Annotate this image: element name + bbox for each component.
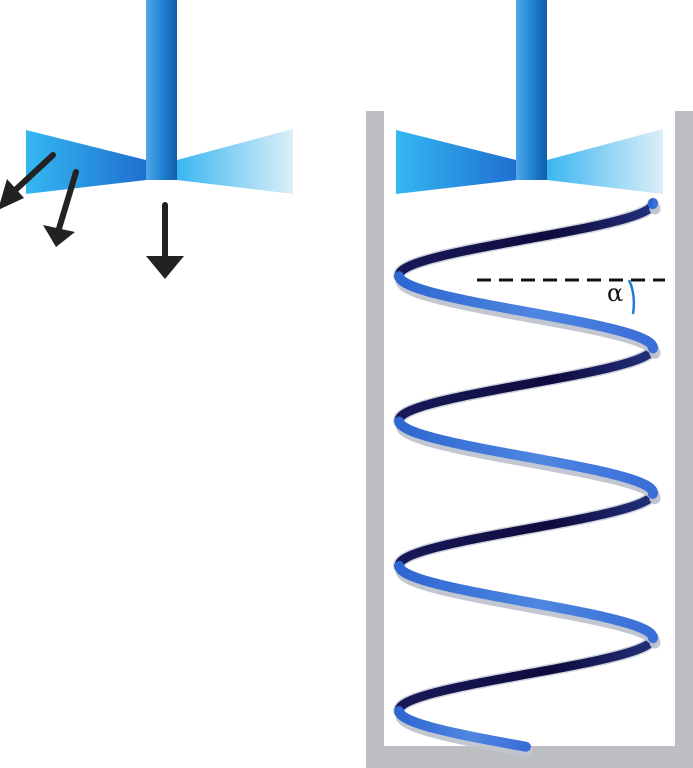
helix-segment	[394, 706, 531, 752]
flow-arrow-angled-1	[0, 152, 56, 210]
vessel-right-wall	[675, 111, 693, 768]
left-shaft	[146, 0, 177, 180]
left-right-blade	[177, 129, 293, 194]
helical-ribbon	[393, 198, 661, 758]
vessel-left-wall	[366, 111, 384, 768]
helix-segment	[394, 489, 658, 571]
left-left-blade	[26, 130, 146, 194]
helix-segment	[394, 271, 658, 354]
helix-segment	[394, 199, 658, 281]
flow-arrow-angled-2	[43, 169, 79, 247]
right-right-blade	[547, 129, 663, 194]
angle-arc	[627, 279, 636, 315]
helical-ribbon-front	[394, 198, 661, 758]
helix-segment	[394, 416, 658, 499]
right-agitator	[396, 0, 663, 194]
helical-ribbon-back	[393, 198, 659, 718]
helix-segment	[394, 560, 658, 643]
flow-arrow-vertical	[146, 202, 184, 279]
right-shaft	[516, 0, 547, 180]
helix-angle-indicator: α	[477, 278, 665, 315]
left-agitator	[0, 0, 293, 279]
vessel-assembly: α	[366, 0, 693, 768]
right-left-blade	[396, 130, 516, 194]
helix-segment	[394, 343, 658, 427]
helix-segment	[394, 633, 658, 716]
angle-label: α	[607, 279, 623, 307]
